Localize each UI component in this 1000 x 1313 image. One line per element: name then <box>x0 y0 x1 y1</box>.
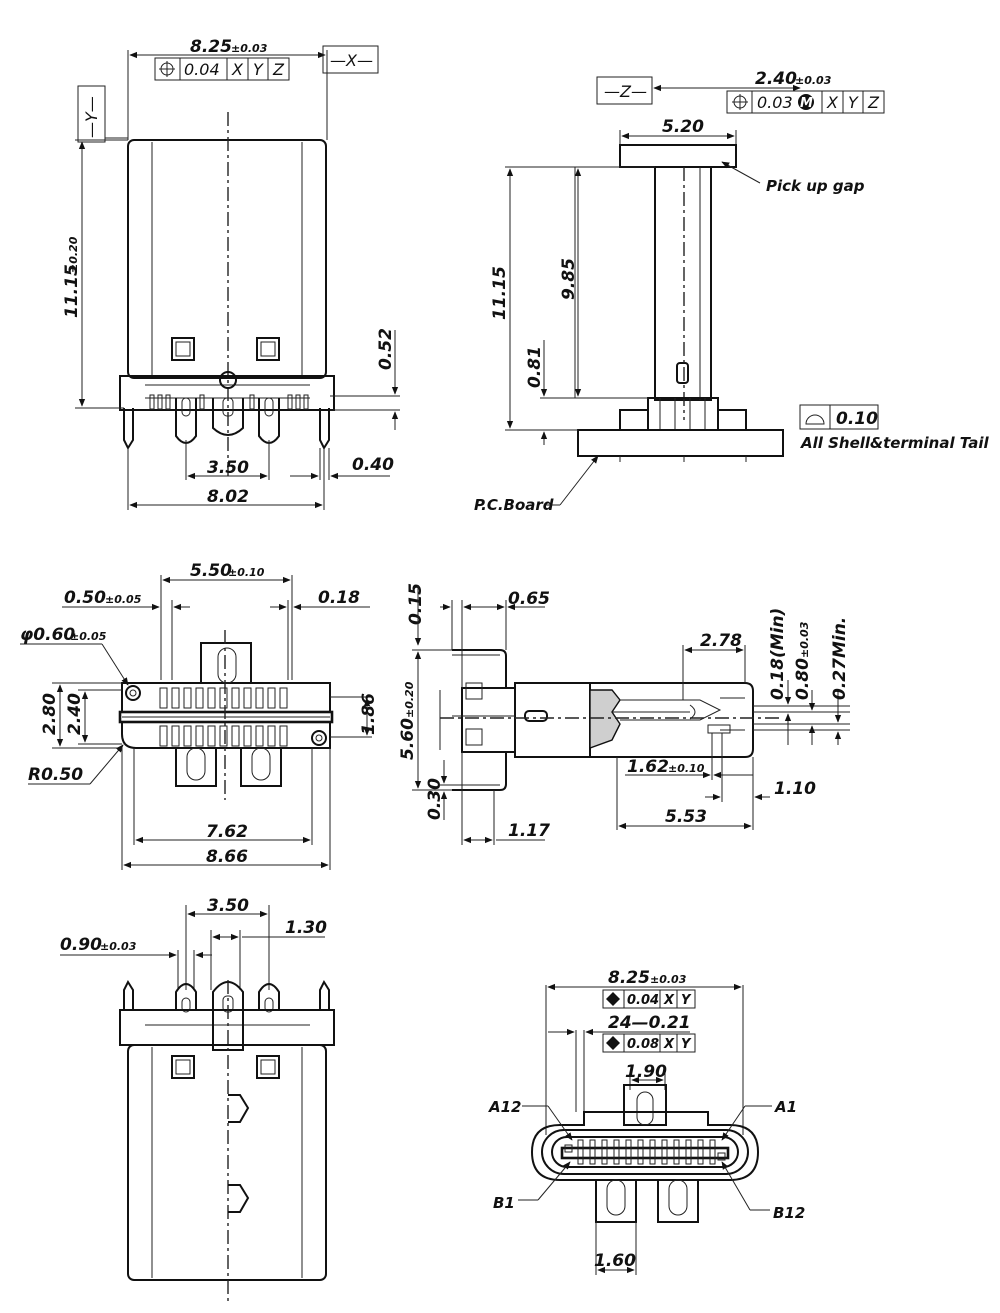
bl-pin-dim: 1.30 <box>285 918 327 938</box>
mr-d278: 2.78 <box>700 631 742 651</box>
bl-pitch-dim: 3.50 <box>207 896 249 916</box>
br-fcf2: 0.08 X Y <box>602 1033 696 1053</box>
ml-radius: R0.50 <box>28 765 83 785</box>
br-center-dim: 1.90 <box>625 1062 667 1082</box>
tl-tail-dim: 0.52 <box>376 328 396 370</box>
br-width-tol: ±0.03 <box>650 973 687 986</box>
bl-width-dim: 0.90 <box>60 935 102 955</box>
mr-d560: 5.60 <box>398 718 418 760</box>
tl-width-tol: ±0.03 <box>231 42 268 55</box>
br-bottom-dim: 1.60 <box>594 1251 636 1271</box>
mr-d117: 1.17 <box>508 821 550 841</box>
mr-d162: 1.62 <box>627 757 669 777</box>
svg-text:X: X <box>231 60 244 79</box>
tl-height-dim: 11.15 <box>62 264 82 318</box>
svg-text:Z: Z <box>272 60 285 79</box>
profile-symbol-icon <box>805 414 825 425</box>
svg-text:0.04: 0.04 <box>184 60 220 79</box>
ml-left-dim: 0.50 <box>64 588 106 608</box>
mr-d553: 5.53 <box>665 807 707 827</box>
bl-width-tol: ±0.03 <box>100 940 137 953</box>
tr-width-tol: ±0.03 <box>795 74 832 87</box>
ml-left-tol: ±0.05 <box>105 593 142 606</box>
tl-tail-span-dim: 8.02 <box>207 487 249 507</box>
tl-pin-dim: 0.40 <box>352 455 394 475</box>
svg-text:M: M <box>800 96 813 111</box>
tr-fcf: 0.03 M X Y Z <box>726 90 885 114</box>
ml-hole-dim: φ0.60 <box>20 625 75 645</box>
mr-d560-tol: ±0.20 <box>403 681 416 718</box>
mmc-modifier-icon <box>798 94 814 110</box>
pin-label-b1: B1 <box>493 1194 515 1212</box>
position-symbol-icon <box>732 94 748 110</box>
tl-width-dim: 8.25 <box>190 37 232 57</box>
mr-d065: 0.65 <box>508 589 550 609</box>
ml-hole-tol: ±0.05 <box>70 630 107 643</box>
position-symbol-icon <box>606 1036 620 1050</box>
pcb-label: P.C.Board <box>474 496 554 514</box>
pin-label-b12: B12 <box>773 1204 805 1222</box>
tl-height-tol: ±0.20 <box>67 236 80 273</box>
mr-d080: 0.80 <box>793 658 813 700</box>
mr-d110: 1.10 <box>774 779 816 799</box>
tr-profile-note: All Shell&terminal Tail <box>800 434 990 452</box>
ml-w-outer: 8.66 <box>206 847 248 867</box>
bottom-right-view: 8.25 ±0.03 0.04 X Y 24—0.21 0.08 X Y <box>488 968 805 1275</box>
tr-height-body: 9.85 <box>559 258 579 300</box>
mr-d027: 0.27Min. <box>830 617 850 700</box>
position-symbol-icon <box>606 992 620 1006</box>
svg-text:X: X <box>663 1037 675 1052</box>
mid-right-view: 0.15 0.65 5.60 ±0.20 0.30 1.17 2.78 <box>398 583 850 845</box>
tr-top-width: 5.20 <box>662 117 704 137</box>
pin-label-a1: A1 <box>774 1098 797 1116</box>
mid-left-view: 5.50 ±0.10 0.50 ±0.05 0.18 φ0.60 ±0.05 <box>20 561 379 870</box>
mr-d015: 0.15 <box>406 583 426 625</box>
svg-text:0.08: 0.08 <box>627 1037 659 1052</box>
datum-x: —X— <box>330 51 373 70</box>
tr-height-stand: 0.81 <box>525 346 545 388</box>
svg-text:0.03: 0.03 <box>757 93 793 112</box>
svg-text:Y: Y <box>681 1037 692 1052</box>
ml-h-inner: 2.40 <box>65 693 85 735</box>
pin-label-a12: A12 <box>488 1098 521 1116</box>
svg-text:X: X <box>826 93 839 112</box>
svg-text:0.04: 0.04 <box>627 993 659 1008</box>
ml-top-tol: ±0.10 <box>228 566 265 579</box>
svg-text:X: X <box>663 993 675 1008</box>
br-pin-dim: 24—0.21 <box>608 1013 691 1033</box>
mr-d030: 0.30 <box>425 778 445 820</box>
tr-width-dim: 2.40 <box>755 69 797 89</box>
datum-z: —Z— <box>604 82 647 101</box>
tl-pitch-dim: 3.50 <box>207 458 249 478</box>
pick-up-gap-label: Pick up gap <box>766 177 865 195</box>
ml-right-dim: 0.18 <box>318 588 360 608</box>
tl-fcf: 0.04 X Y Z <box>154 57 290 81</box>
br-fcf1: 0.04 X Y <box>602 989 696 1009</box>
tr-profile-tol: 0.10 <box>836 409 878 429</box>
br-width-dim: 8.25 <box>608 968 650 988</box>
mr-d162-tol: ±0.10 <box>668 762 705 775</box>
ml-top-dim: 5.50 <box>190 561 232 581</box>
ml-w-inner: 7.62 <box>206 822 248 842</box>
datum-y: —Y— <box>82 96 101 138</box>
svg-text:Z: Z <box>867 93 880 112</box>
svg-text:Y: Y <box>253 60 264 79</box>
tr-height-total: 11.15 <box>490 266 510 320</box>
svg-text:Y: Y <box>681 993 692 1008</box>
bottom-left-view: 3.50 1.30 0.90 ±0.03 <box>60 896 335 1305</box>
ml-h-right: 1.86 <box>359 693 379 735</box>
top-right-view: —Z— 2.40 ±0.03 0.03 M X Y Z 5. <box>474 69 990 514</box>
top-left-view: 8.25 ±0.03 0.04 X Y Z —X— —Y— <box>62 37 400 510</box>
mr-d018: 0.18(Min) <box>768 608 788 700</box>
ml-h-outer: 2.80 <box>40 693 60 735</box>
position-symbol-icon <box>159 61 175 77</box>
mr-d080-tol: ±0.03 <box>798 621 811 658</box>
svg-text:Y: Y <box>848 93 859 112</box>
